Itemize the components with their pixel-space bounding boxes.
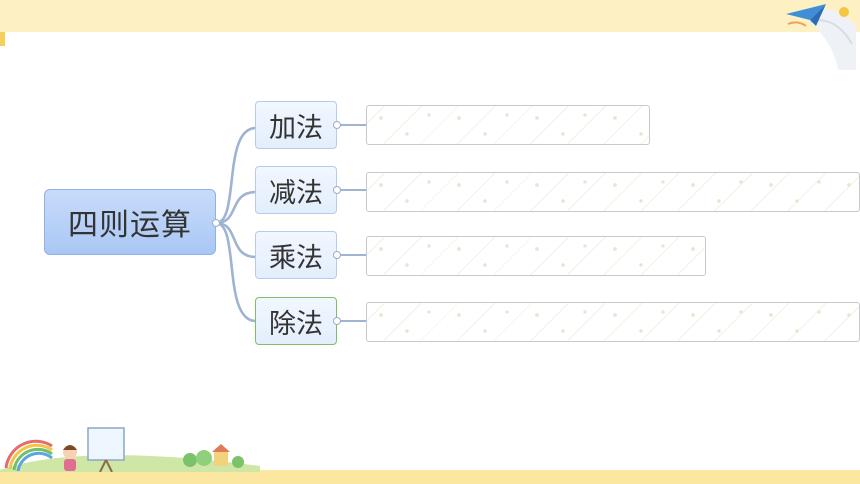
- branch-multiply-collapse-toggle[interactable]: [333, 251, 341, 259]
- header-accent-rule: [0, 32, 5, 46]
- connector-multiply: [215, 221, 257, 259]
- branch-node-multiply[interactable]: 乘法: [255, 231, 337, 279]
- branch-divide-collapse-toggle[interactable]: [333, 317, 341, 325]
- branch-add-collapse-toggle[interactable]: [333, 121, 341, 129]
- branch-node-divide[interactable]: 除法: [255, 297, 337, 345]
- detail-slot-divide[interactable]: [366, 302, 860, 342]
- footer-band: [0, 470, 860, 484]
- paper-airplane-icon: [786, 4, 856, 70]
- connector-add: [215, 126, 257, 225]
- branch-node-subtract[interactable]: 减法: [255, 166, 337, 214]
- detail-slot-add[interactable]: [366, 105, 650, 145]
- connector-subtract: [215, 190, 257, 225]
- connector-divide: [215, 221, 257, 323]
- header-band: [0, 0, 860, 32]
- root-topic-node[interactable]: 四则运算: [44, 189, 216, 255]
- detail-slot-multiply[interactable]: [366, 236, 706, 276]
- root-collapse-toggle[interactable]: [212, 219, 220, 227]
- branch-node-add[interactable]: 加法: [255, 101, 337, 149]
- detail-slot-subtract[interactable]: [366, 172, 860, 212]
- branch-subtract-collapse-toggle[interactable]: [333, 186, 341, 194]
- kids-playground-illustration: [0, 427, 260, 472]
